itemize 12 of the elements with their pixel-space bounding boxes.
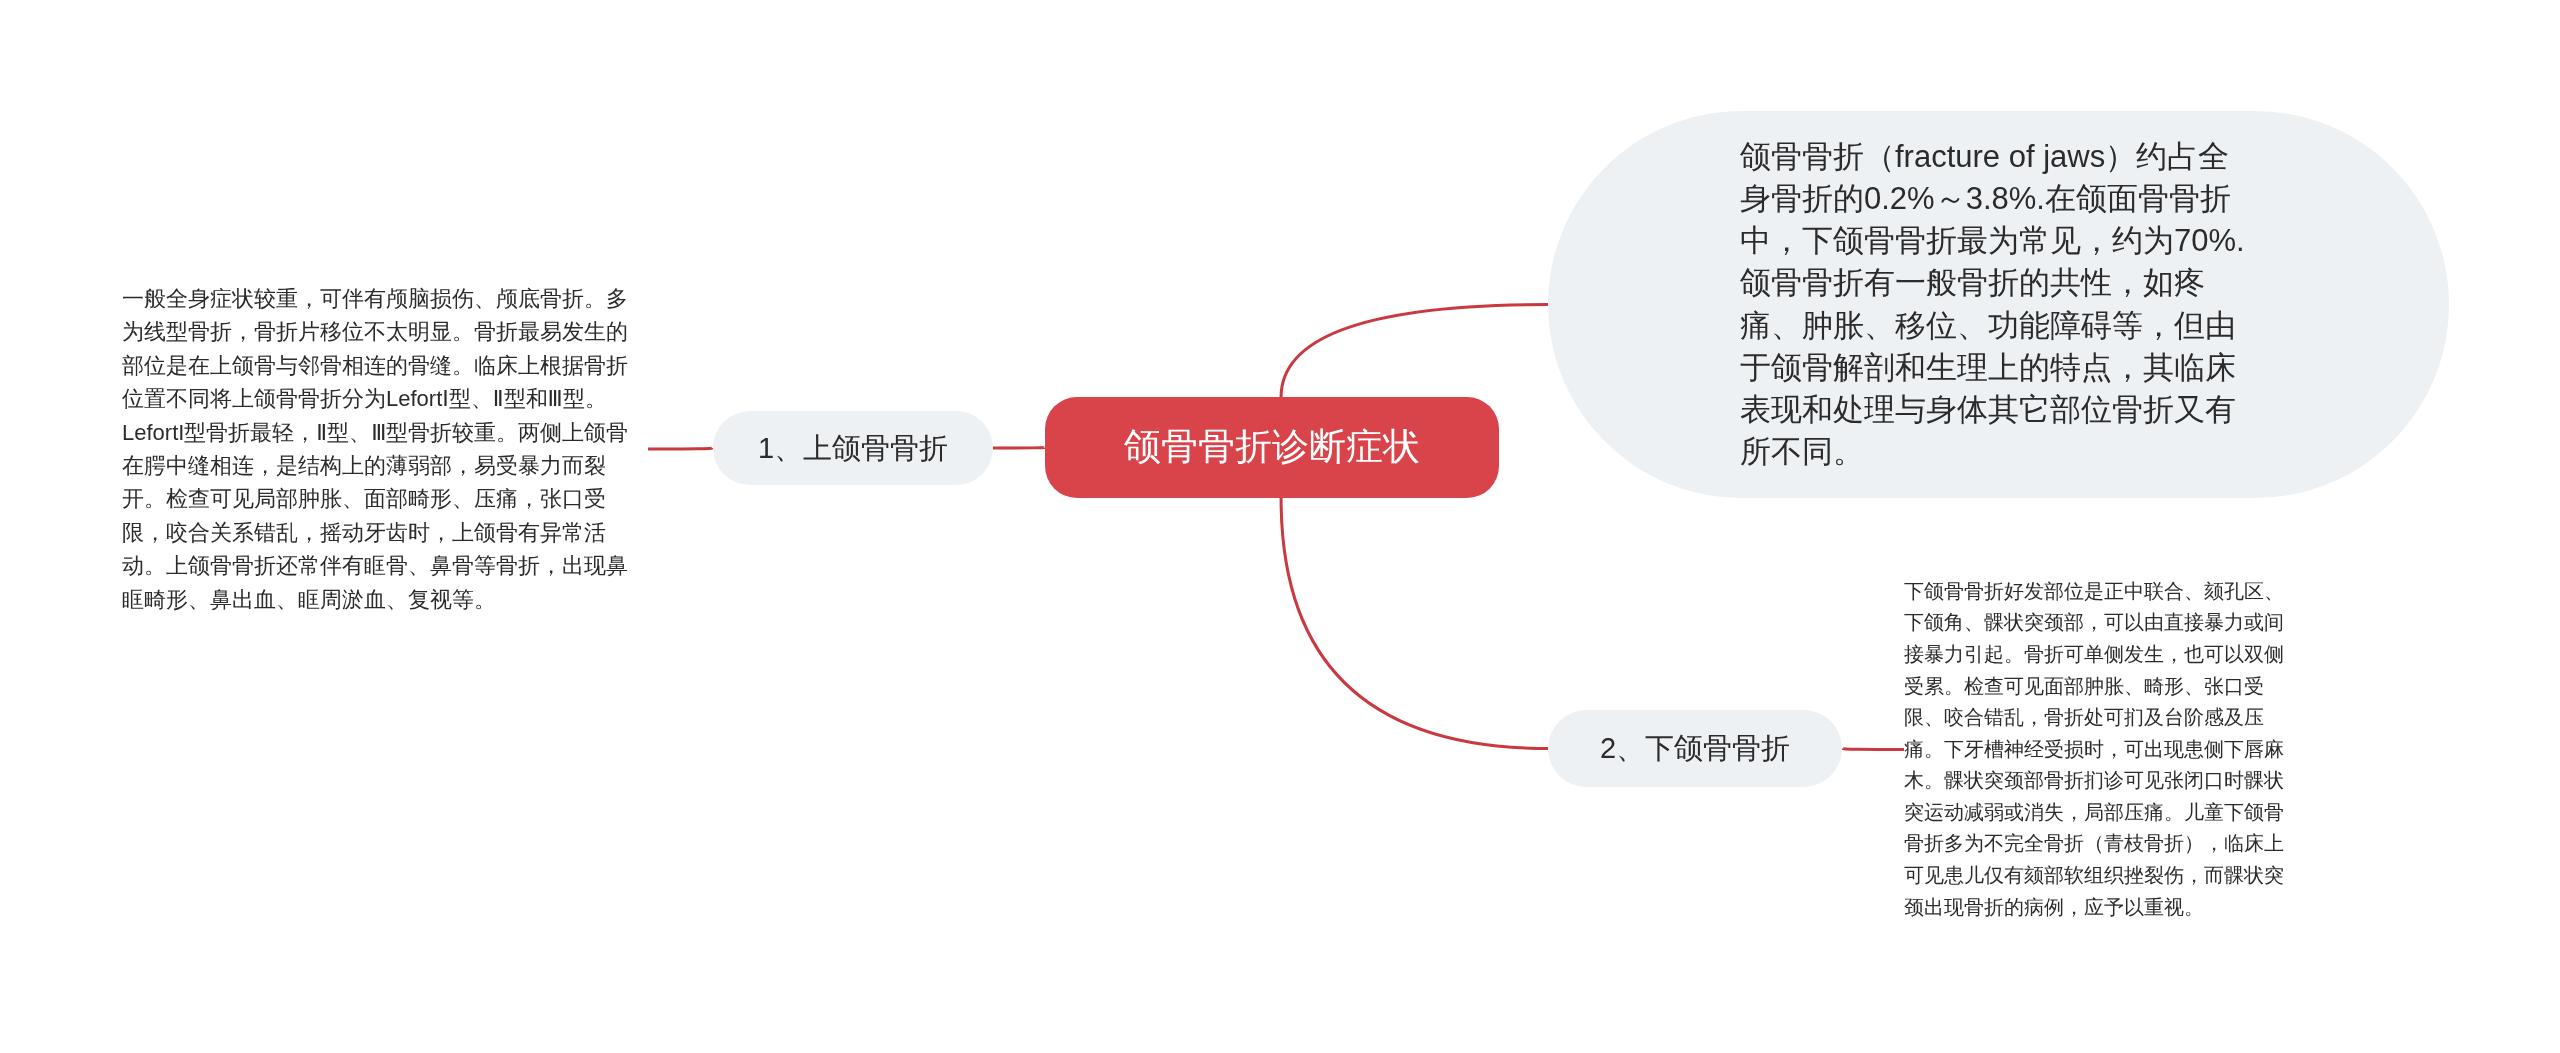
note-text: 下颌骨骨折好发部位是正中联合、颏孔区、下颌角、髁状突颈部，可以由直接暴力或间接暴力引起。骨折可单侧发生，也可以双侧受累。检查可见面部肿胀、畸形、张口受限、咬合错乱，骨折处可扪及台阶感及压痛。下牙槽神经受损时，可出现患侧下唇麻木。髁状突颈部骨折扪诊可见张闭口时髁状突运动减弱或消失，局部压痛。儿童下颌骨骨折多为不完全骨折（青枝骨折），临床上可见患儿仅有颏部软组织挫裂伤，而髁状突颈出现骨折的病例，应予以重视。 [1904, 578, 2285, 920]
topic-box [1045, 397, 1499, 498]
connector-line [1279, 497, 1549, 750]
connector-line [1841, 747, 1904, 751]
node-label: 颌骨骨折诊断症状 [1124, 425, 1420, 470]
connector-line [993, 446, 1046, 450]
node-label: 2、下颌骨骨折 [1599, 731, 1791, 766]
note-text: 一般全身症状较重，可伴有颅脑损伤、颅底骨折。多为线型骨折，骨折片移位不太明显。骨折最易发生的部位是在上颌骨与邻骨相连的骨缝。临床上根据骨折位置不同将上颌骨骨折分为LefortⅠ型、Ⅱ型和Ⅲ型。LefortI型骨折最轻，Ⅱ型、Ⅲ型骨折较重。两侧上颌骨在腭中缝相连，是结构上的薄弱部，易受暴力而裂开。检查可见局部肿胀、面部畸形、压痛，张口受限，咬合关系错乱，摇动牙齿时，上颌骨有异常活动。上颌骨骨折还常伴有眶骨、鼻骨等骨折，出现鼻眶畸形、鼻出血、眶周淤血、复视等。 [122, 284, 630, 614]
node-label: 颌骨骨折（fracture of jaws）约占全身骨折的0.2%～3.8%.在颌面骨骨折中，下颌骨骨折最为常见，约为70%.颌骨骨折有一般骨折的共性，如疼痛、肿胀、移位、功能障碍等，但由于颌骨解剖和生理上的特点，其临床表现和处理与身体其它部位骨折又有所不同。 [1740, 137, 2246, 471]
node-label: 1、上颌骨骨折 [757, 430, 949, 466]
connector-line [648, 446, 714, 451]
connector-line [1279, 303, 1549, 398]
